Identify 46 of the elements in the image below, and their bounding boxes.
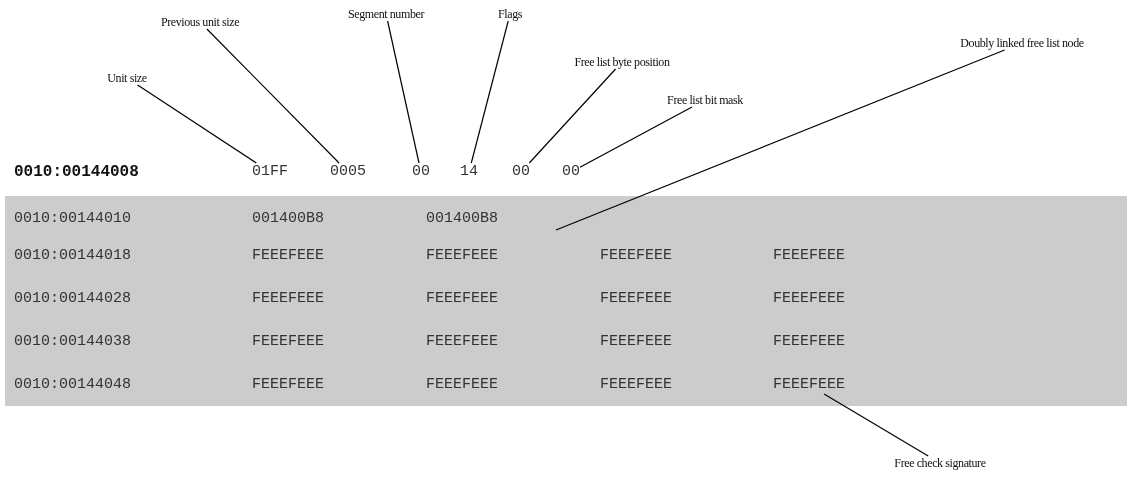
leader-line [528, 68, 617, 164]
hex-value: FEEEFEEE [426, 333, 498, 351]
hex-value: FEEEFEEE [600, 333, 672, 351]
hex-value: 00 [412, 163, 430, 181]
callout-label: Previous unit size [160, 15, 240, 29]
hex-value: FEEEFEEE [773, 333, 845, 351]
memory-address: 0010:00144048 [14, 376, 132, 394]
hex-value: FEEEFEEE [600, 290, 672, 308]
callout-label: Unit size [107, 71, 147, 85]
callout-label: Segment number [347, 7, 425, 21]
hex-value: FEEEFEEE [773, 376, 845, 394]
callout-label: Free list bit mask [667, 93, 743, 107]
hex-value: 01FF [252, 163, 288, 181]
hex-value: FEEEFEEE [426, 376, 498, 394]
leader-line [579, 106, 693, 168]
hex-value: FEEEFEEE [252, 333, 324, 351]
hex-value: 0005 [330, 163, 366, 181]
leader-line [137, 84, 257, 164]
hex-value: FEEEFEEE [773, 290, 845, 308]
hex-value: FEEEFEEE [600, 247, 672, 265]
memory-address: 0010:00144038 [14, 333, 132, 351]
leader-line [206, 28, 340, 164]
leader-line [823, 393, 929, 457]
memory-address: 0010:00144018 [14, 247, 132, 265]
callout-label: Flags [498, 7, 522, 21]
hex-value: 001400B8 [252, 210, 324, 228]
memory-address: 0010:00144008 [14, 163, 139, 181]
callout-label: Doubly linked free list node [960, 36, 1084, 50]
hex-value: FEEEFEEE [252, 247, 324, 265]
hex-value: 00 [562, 163, 580, 181]
callout-label: Free check signature [894, 456, 986, 470]
hex-value: FEEEFEEE [252, 376, 324, 394]
hex-value: FEEEFEEE [252, 290, 324, 308]
hex-value: FEEEFEEE [600, 376, 672, 394]
hex-value: FEEEFEEE [773, 247, 845, 265]
hex-value: FEEEFEEE [426, 247, 498, 265]
leader-line [555, 49, 1006, 231]
memory-address: 0010:00144010 [14, 210, 132, 228]
leader-line [387, 20, 420, 164]
callout-label: Free list byte position [574, 55, 670, 69]
leader-line [470, 20, 509, 164]
memory-address: 0010:00144028 [14, 290, 132, 308]
hex-value: 00 [512, 163, 530, 181]
hex-value: 14 [460, 163, 478, 181]
hex-value: 001400B8 [426, 210, 498, 228]
hex-value: FEEEFEEE [426, 290, 498, 308]
